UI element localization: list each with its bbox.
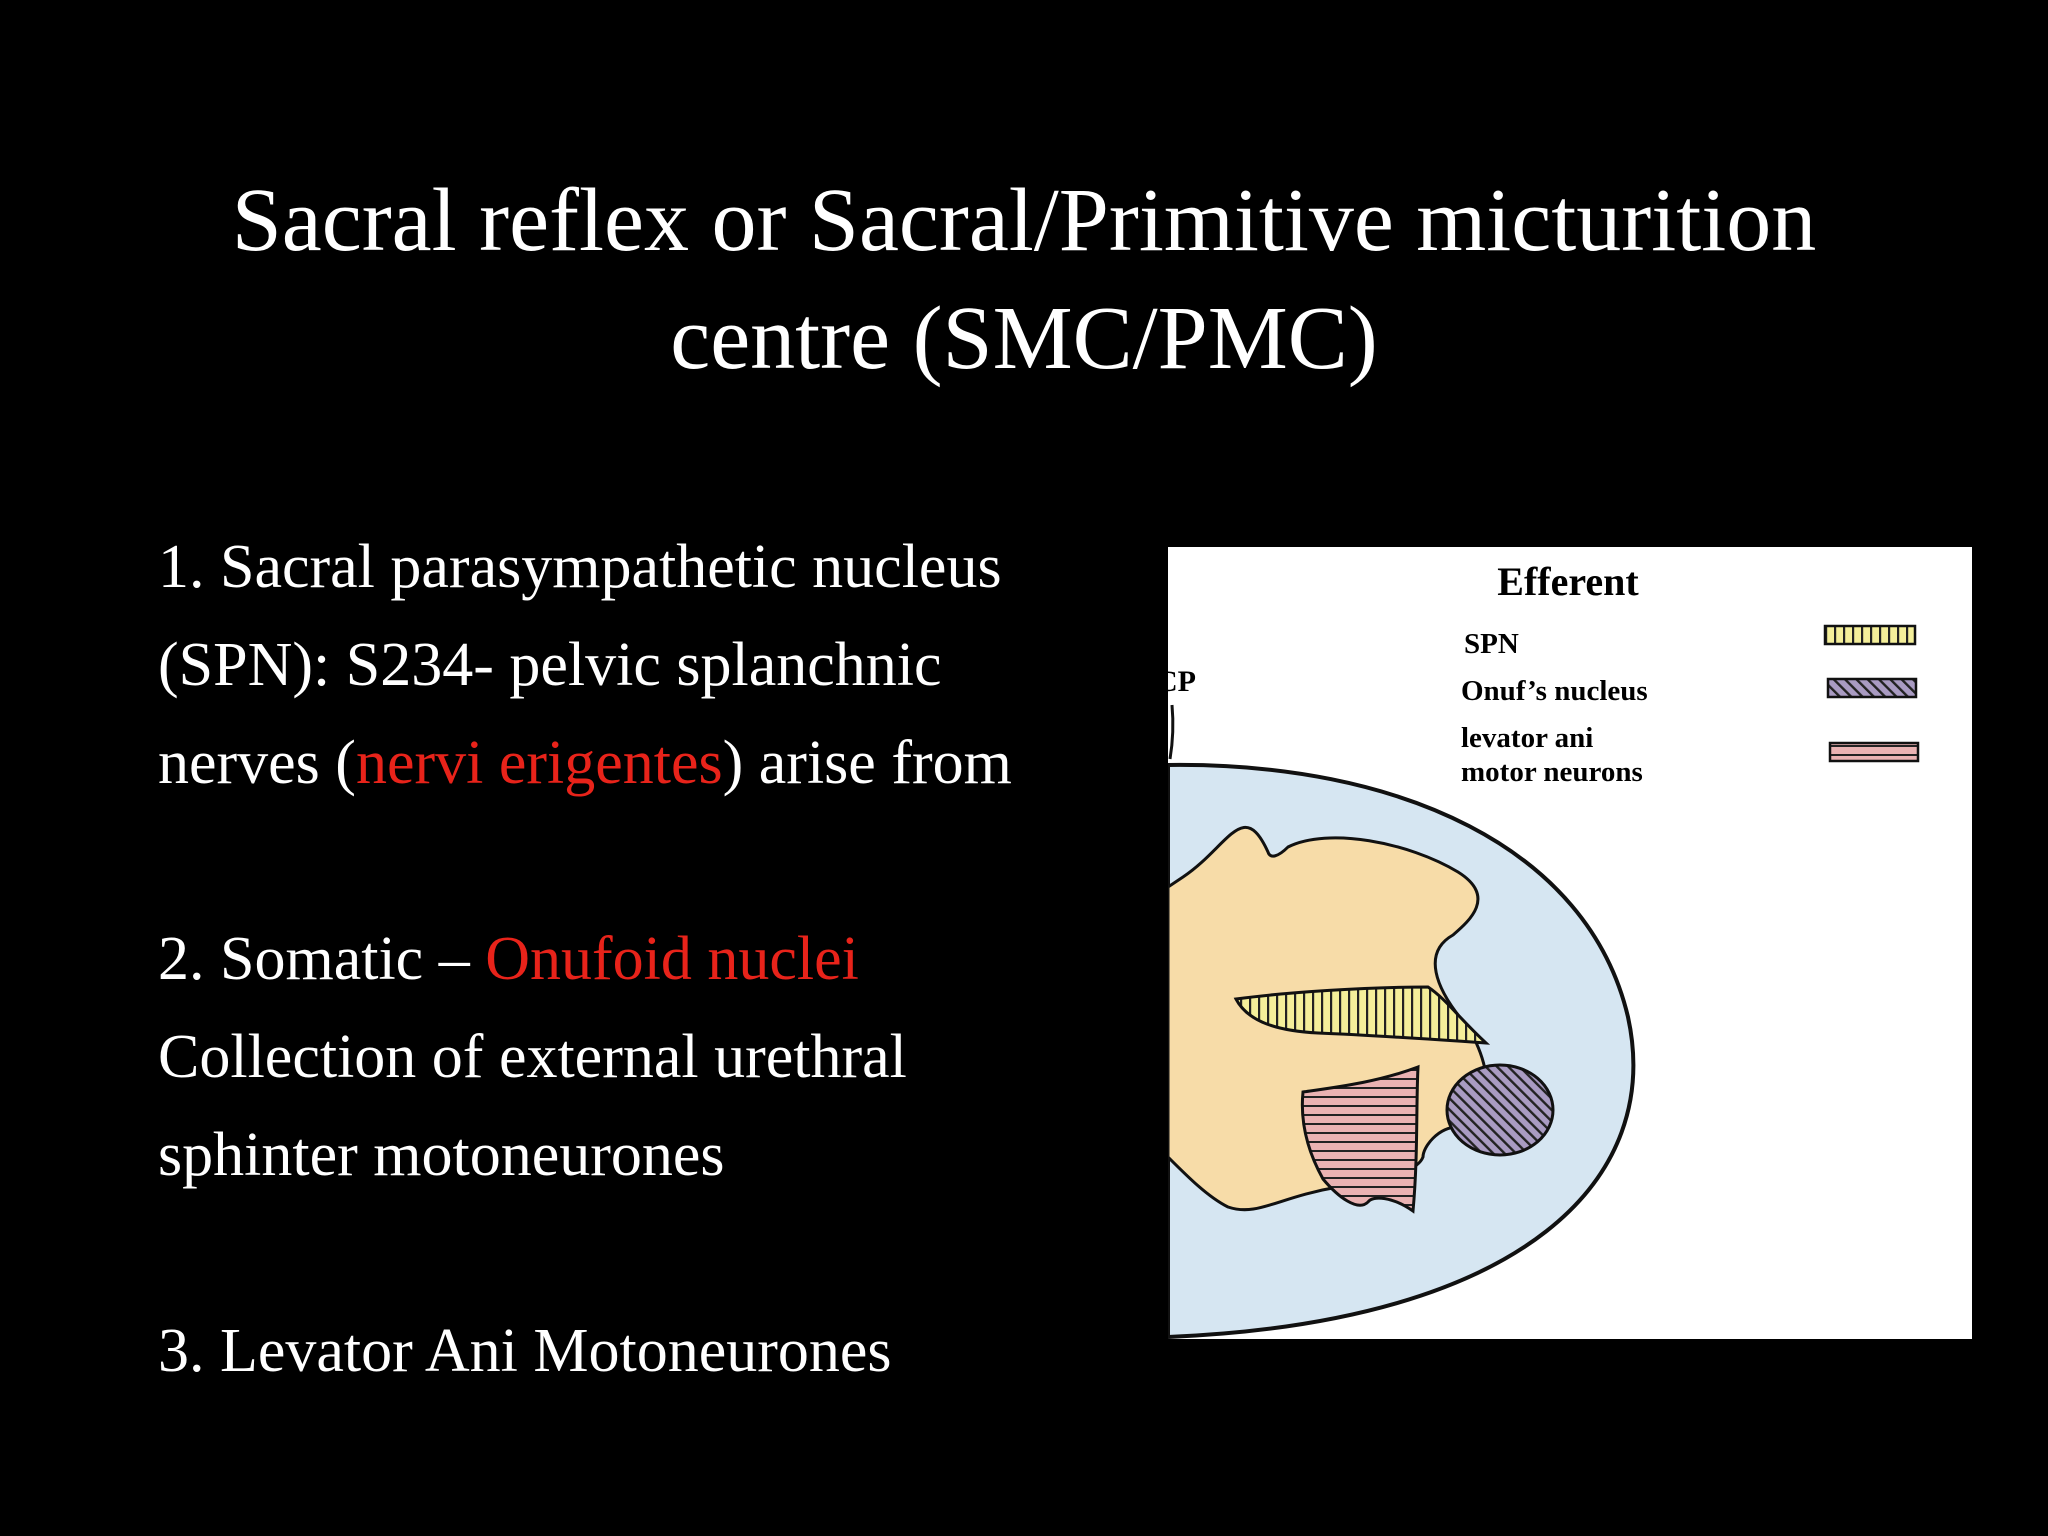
spn-region — [1233, 985, 1491, 1045]
slide-title: Sacral reflex or Sacral/Primitive mictur… — [0, 162, 2048, 398]
point-1-line-3-pre: nerves ( — [158, 729, 356, 797]
spinal-cord-diagram: Efferent CP SPN Onuf’s nucleus levator a… — [1168, 547, 1972, 1339]
title-line-2: centre (SMC/PMC) — [670, 289, 1378, 388]
point-3: 3. Levator Ani Motoneurones — [158, 1302, 1158, 1400]
point-1-line-1: 1. Sacral parasympathetic nucleus — [158, 533, 1002, 601]
diagram-edge-label: CP — [1168, 665, 1196, 698]
point-1-line-2: (SPN): S234- pelvic splanchnic — [158, 631, 942, 699]
legend-swatch-onuf — [1826, 677, 1918, 699]
spinal-cord-svg: Efferent CP SPN Onuf’s nucleus levator a… — [1168, 559, 1920, 1339]
onufoid-nuclei-highlight: Onufoid nuclei — [485, 925, 859, 993]
point-1-line-3-post: ) arise from — [722, 729, 1012, 797]
legend-label-onuf: Onuf’s nucleus — [1461, 675, 1648, 707]
point-2-line-2: Collection of external urethral — [158, 1023, 907, 1091]
point-1: 1. Sacral parasympathetic nucleus (SPN):… — [158, 518, 1158, 812]
point-2-line-1-pre: 2. Somatic – — [158, 925, 486, 993]
body-text: 1. Sacral parasympathetic nucleus (SPN):… — [158, 518, 1158, 1400]
legend-swatch-levator — [1828, 741, 1920, 763]
point-2-line-1: 2. Somatic – Onufoid nuclei — [158, 910, 1158, 1008]
onufs-nucleus-region — [1445, 1063, 1555, 1157]
levator-ani-region — [1300, 1064, 1420, 1214]
legend-swatch-spn — [1823, 624, 1917, 646]
legend-label-levator-2: motor neurons — [1461, 756, 1643, 788]
nervi-erigentes-highlight: nervi erigentes — [355, 729, 723, 797]
point-2: 2. Somatic – Onufoid nuclei Collection o… — [158, 910, 1158, 1204]
point-3-line-1: 3. Levator Ani Motoneurones — [158, 1317, 892, 1385]
diagram-heading: Efferent — [1497, 559, 1639, 604]
title-line-1: Sacral reflex or Sacral/Primitive mictur… — [231, 171, 1817, 270]
legend-label-levator-1: levator ani — [1461, 722, 1593, 754]
edge-curve — [1168, 704, 1175, 760]
point-1-line-3: nerves (nervi erigentes) arise from — [158, 714, 1158, 812]
legend-label-spn: SPN — [1464, 628, 1519, 660]
point-2-line-3: sphinter motoneurones — [158, 1121, 725, 1189]
